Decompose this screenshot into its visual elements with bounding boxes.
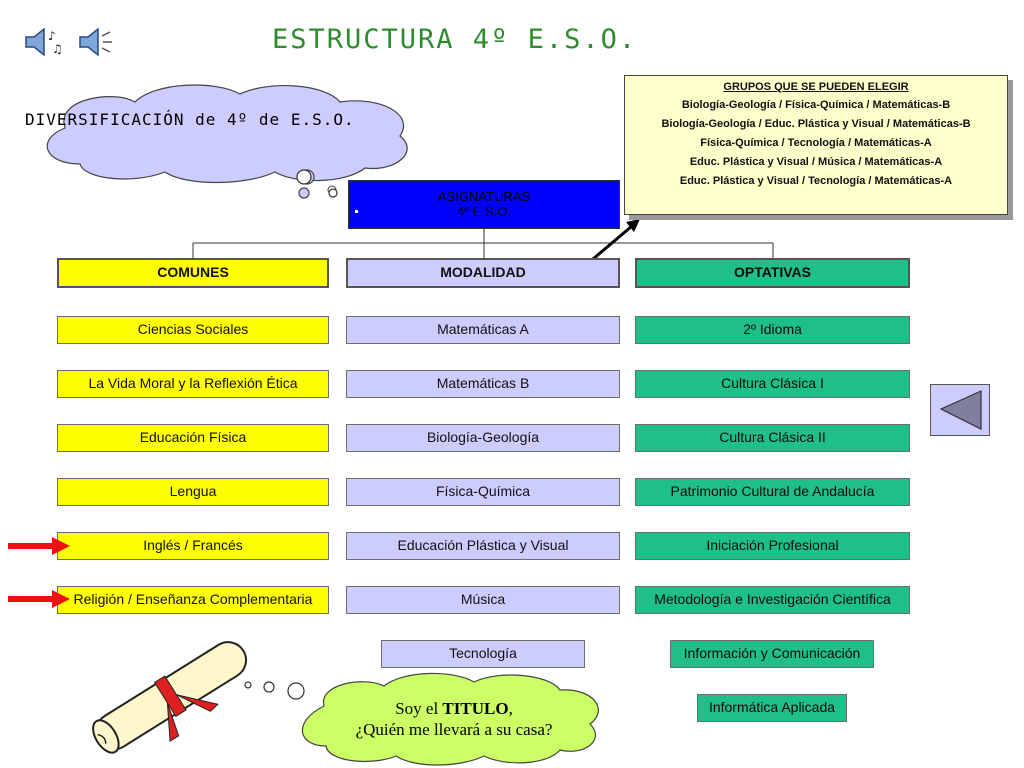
header-modalidad[interactable]: MODALIDAD	[346, 258, 620, 288]
optativas-item[interactable]: Patrimonio Cultural de Andalucía	[635, 478, 910, 506]
comunes-item[interactable]: Ciencias Sociales	[57, 316, 329, 344]
root-node: ASIGNATURAS 4º E.S.O.	[348, 180, 620, 229]
root-dot	[355, 210, 358, 213]
header-optativas[interactable]: OPTATIVAS	[635, 258, 910, 288]
titulo-text: Soy el TITULO, ¿Quién me llevará a su ca…	[314, 698, 594, 741]
optativas-item[interactable]: Información y Comunicación	[670, 640, 874, 668]
optativas-item[interactable]: Metodología e Investigación Científica	[635, 586, 910, 614]
optativas-item[interactable]: Cultura Clásica I	[635, 370, 910, 398]
comunes-item[interactable]: Educación Física	[57, 424, 329, 452]
groups-line: Educ. Plástica y Visual / Música / Matem…	[689, 156, 943, 168]
comunes-item[interactable]: Lengua	[57, 478, 329, 506]
modalidad-item[interactable]: Música	[346, 586, 620, 614]
groups-line: Biología-Geología / Educ. Plástica y Vis…	[661, 118, 971, 130]
modalidad-item[interactable]: Biología-Geología	[346, 424, 620, 452]
comunes-item[interactable]: Religión / Enseñanza Complementaria	[57, 586, 329, 614]
groups-line: Física-Química / Tecnología / Matemática…	[700, 137, 932, 149]
optativas-item[interactable]: Cultura Clásica II	[635, 424, 910, 452]
titulo-bold: TITULO	[442, 699, 509, 718]
back-button[interactable]	[930, 384, 990, 436]
page-title: ESTRUCTURA 4º E.S.O.	[272, 24, 638, 55]
root-line1: ASIGNATURAS	[437, 189, 531, 205]
root-line2: 4º E.S.O.	[457, 203, 511, 219]
titulo-pre: Soy el	[395, 699, 443, 718]
groups-line: Educ. Plástica y Visual / Tecnología / M…	[679, 175, 953, 187]
svg-text:♪: ♪	[48, 29, 56, 43]
groups-heading: GRUPOS QUE SE PUEDEN ELEGIR	[723, 81, 909, 93]
groups-box: GRUPOS QUE SE PUEDEN ELEGIR Biología-Geo…	[624, 75, 1008, 215]
modalidad-item[interactable]: Educación Plástica y Visual	[346, 532, 620, 560]
groups-line: Biología-Geología / Física-Química / Mat…	[681, 99, 951, 111]
modalidad-item[interactable]: Tecnología	[381, 640, 585, 668]
speaker-music-icon[interactable]: ♪ ♫	[22, 26, 64, 58]
modalidad-item[interactable]: Física-Química	[346, 478, 620, 506]
diversificacion-label[interactable]: DIVERSIFICACIÓN de 4º de E.S.O.	[25, 110, 355, 129]
titulo-line1: Soy el TITULO,	[314, 698, 594, 719]
titulo-cloud	[301, 672, 599, 766]
diploma-scroll-icon	[92, 641, 247, 754]
header-comunes[interactable]: COMUNES	[57, 258, 329, 288]
thought-bubble-dots	[244, 681, 305, 700]
speaker-sound-icon[interactable]	[76, 26, 116, 58]
modalidad-item[interactable]: Matemáticas A	[346, 316, 620, 344]
comunes-item[interactable]: Inglés / Francés	[57, 532, 329, 560]
titulo-line2: ¿Quién me llevará a su casa?	[355, 720, 553, 740]
red-arrow-icon	[8, 537, 70, 555]
comunes-item[interactable]: La Vida Moral y la Reflexión Ética	[57, 370, 329, 398]
modalidad-item[interactable]: Matemáticas B	[346, 370, 620, 398]
triangle-left-icon	[939, 390, 982, 430]
svg-text:♫: ♫	[52, 42, 63, 56]
optativas-item[interactable]: 2º Idioma	[635, 316, 910, 344]
optativas-item[interactable]: Informática Aplicada	[697, 694, 847, 722]
optativas-item[interactable]: Iniciación Profesional	[635, 532, 910, 560]
thought-bubble-dots	[296, 169, 338, 198]
red-arrow-icon	[8, 590, 70, 608]
titulo-post: ,	[508, 699, 513, 718]
